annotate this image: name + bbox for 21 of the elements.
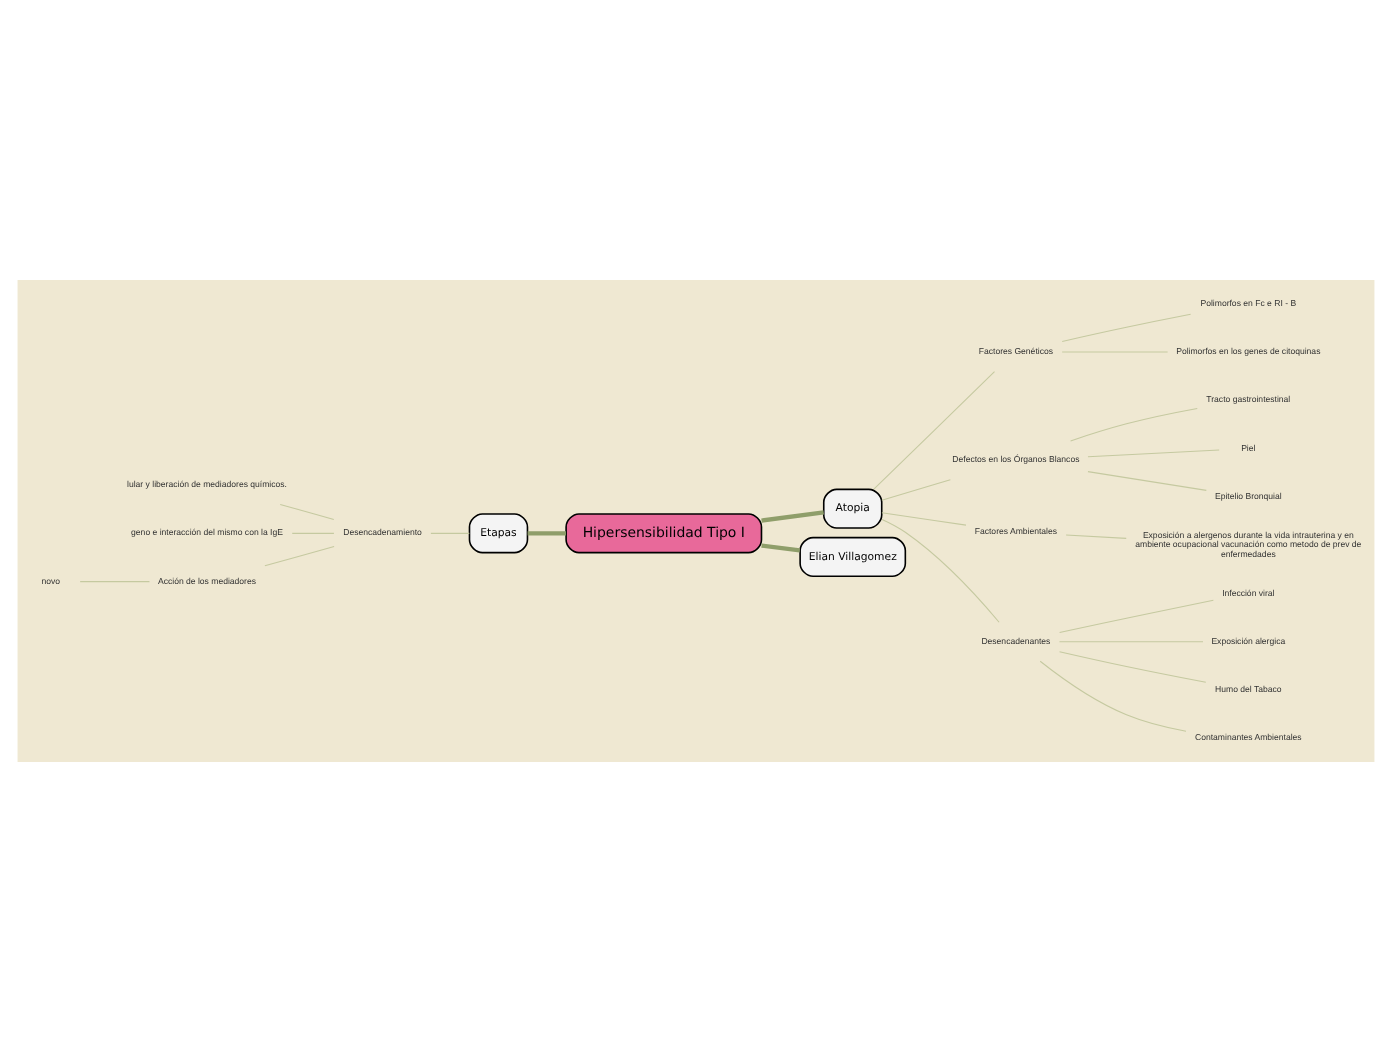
connector [430,531,470,533]
connector [873,370,996,489]
connector [881,511,967,525]
connector [1065,533,1127,538]
connector [1087,448,1220,457]
connector [1061,312,1192,341]
connector [881,517,1000,622]
connector [1059,598,1214,632]
connector [79,580,150,582]
connector [264,545,335,566]
connector [761,509,824,522]
connector [1058,640,1204,642]
connector [527,530,566,535]
connector [291,531,335,533]
connector [1087,470,1207,490]
connector [881,478,951,500]
connector [1059,650,1207,682]
connector [1039,659,1187,731]
connector [279,502,335,520]
connector [761,542,800,552]
connector [1070,407,1198,441]
